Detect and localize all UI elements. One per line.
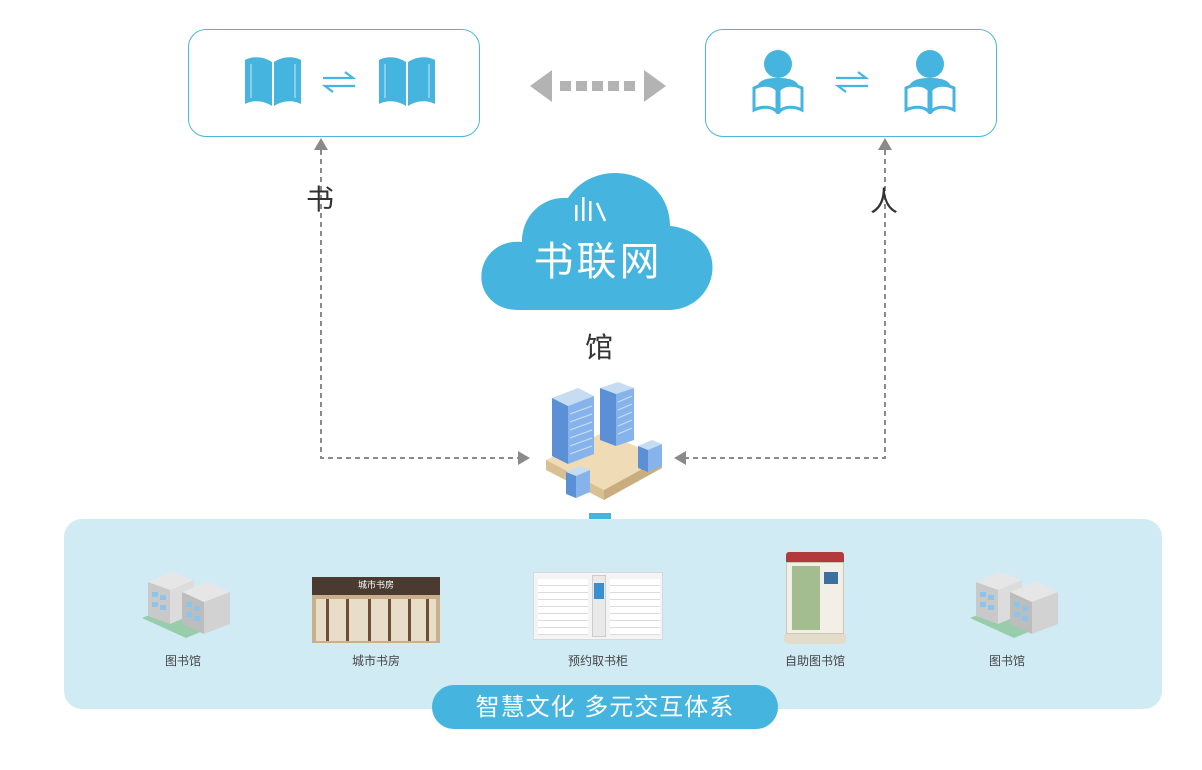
cloud-shape <box>481 172 713 310</box>
open-book-icon <box>379 57 435 106</box>
reader-icon <box>752 50 804 114</box>
item-label-self-service-library: 自助图书馆 <box>784 654 845 668</box>
pickup-locker-icon <box>533 572 663 640</box>
arrowhead-right-to-library <box>518 451 530 465</box>
item-label-pickup-locker: 预约取书柜 <box>567 654 628 668</box>
label-library: 馆 <box>585 331 614 364</box>
signal-bars-icon <box>575 197 607 222</box>
arrowhead-left-to-library <box>674 451 686 465</box>
library-building-icon <box>546 382 662 500</box>
cloud-title: 书联网 <box>533 239 663 285</box>
dashed-line-person <box>686 150 886 459</box>
reader-exchange-box <box>705 29 997 137</box>
item-label-library-1: 图书馆 <box>164 654 201 668</box>
bottom-banner: 智慧文化 多元交互体系 <box>432 685 778 729</box>
label-book: 书 <box>306 183 335 216</box>
bookstore-sign: 城市书房 <box>312 577 440 595</box>
self-service-kiosk-icon <box>784 552 846 644</box>
label-person: 人 <box>870 185 899 218</box>
item-label-library-2: 图书馆 <box>988 654 1025 668</box>
book-exchange-box <box>188 29 480 137</box>
open-book-icon <box>245 57 301 106</box>
arrowhead-up-left <box>314 138 328 150</box>
arrowhead-up-right <box>878 138 892 150</box>
item-label-city-bookstore: 城市书房 <box>351 654 400 668</box>
reader-icon <box>904 50 956 114</box>
library-icon <box>142 572 230 638</box>
city-bookstore-icon: 城市书房 <box>312 577 440 643</box>
dashed-line-book <box>320 150 518 459</box>
double-arrow-icon <box>530 70 666 102</box>
exchange-arrows-icon <box>321 71 357 93</box>
library-icon <box>970 572 1058 638</box>
exchange-arrows-icon <box>834 71 870 93</box>
